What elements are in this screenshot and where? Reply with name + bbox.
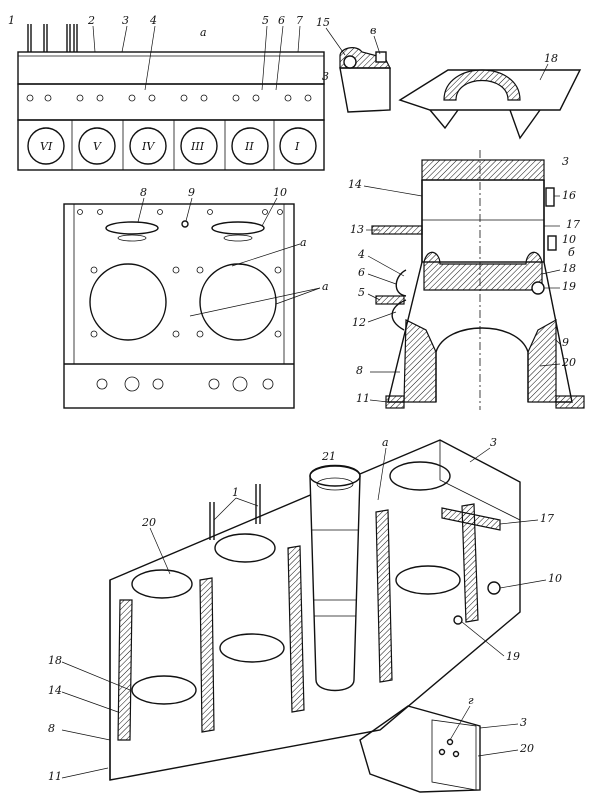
- label-15: 15: [316, 16, 330, 29]
- label-7: 7: [296, 14, 303, 27]
- label-a: а: [382, 436, 389, 449]
- label-14: 14: [348, 178, 362, 191]
- label-g: г: [468, 694, 474, 707]
- block-cross-section: [371, 150, 585, 410]
- block-top-view: [63, 203, 295, 409]
- label-18: 18: [544, 52, 558, 65]
- label-16: 16: [562, 189, 576, 202]
- cylinder-label: IV: [141, 140, 155, 153]
- label-12: 12: [352, 316, 366, 329]
- label-a: а: [200, 26, 207, 39]
- label-20: 20: [141, 516, 156, 529]
- label-11: 11: [356, 392, 370, 405]
- label-2: 2: [87, 14, 95, 27]
- label-8: 8: [356, 364, 363, 377]
- label-1: 1: [8, 14, 15, 27]
- label-14: 14: [48, 684, 62, 697]
- label-18: 18: [48, 654, 62, 667]
- label-5: 5: [262, 14, 269, 27]
- label-5: 5: [358, 286, 365, 299]
- label-10: 10: [548, 572, 562, 585]
- studs: [27, 24, 78, 52]
- label-8: 8: [140, 186, 147, 199]
- label-20: 20: [561, 356, 576, 369]
- bolt-row: [26, 94, 312, 102]
- label-9: 9: [562, 336, 569, 349]
- label-19: 19: [562, 280, 576, 293]
- label-13: 13: [350, 223, 364, 236]
- label-11: 11: [48, 770, 62, 783]
- label-3: 3: [520, 716, 527, 729]
- cylinder-label: V: [93, 140, 102, 153]
- label-b: б: [568, 246, 575, 259]
- label-3: 3: [122, 14, 129, 27]
- label-19: 19: [506, 650, 520, 663]
- label-3: 3: [490, 436, 497, 449]
- label-1: 1: [232, 486, 239, 499]
- label-20: 20: [519, 742, 534, 755]
- label-a: а: [322, 280, 329, 293]
- block-side-view: VI V IV III II I: [17, 24, 325, 171]
- detail-g-view: [359, 705, 481, 793]
- label-6: 6: [278, 14, 285, 27]
- detail-nut-view: [339, 47, 391, 113]
- label-17: 17: [540, 512, 554, 525]
- detail-bearing-cap: [398, 69, 582, 140]
- cylinder-label: II: [244, 140, 254, 153]
- cylinder-label: III: [190, 140, 205, 153]
- label-v: в: [370, 24, 376, 37]
- label-8: 8: [48, 722, 55, 735]
- cylinder-bores: VI V IV III II I: [27, 127, 317, 165]
- cylinder-label: I: [294, 140, 300, 153]
- label-a: а: [300, 236, 307, 249]
- cylinder-label: VI: [40, 140, 53, 153]
- bolt-holes: [77, 209, 283, 392]
- label-17: 17: [566, 218, 580, 231]
- label-3: 3: [562, 155, 569, 168]
- label-10: 10: [273, 186, 287, 199]
- label-3: 3: [322, 70, 329, 83]
- label-21: 21: [321, 450, 336, 463]
- label-6: 6: [358, 266, 365, 279]
- label-4: 4: [357, 248, 365, 261]
- label-18: 18: [562, 262, 576, 275]
- label-10: 10: [562, 233, 576, 246]
- label-9: 9: [188, 186, 195, 199]
- label-4: 4: [149, 14, 157, 27]
- block-isometric-cutaway: [109, 439, 521, 781]
